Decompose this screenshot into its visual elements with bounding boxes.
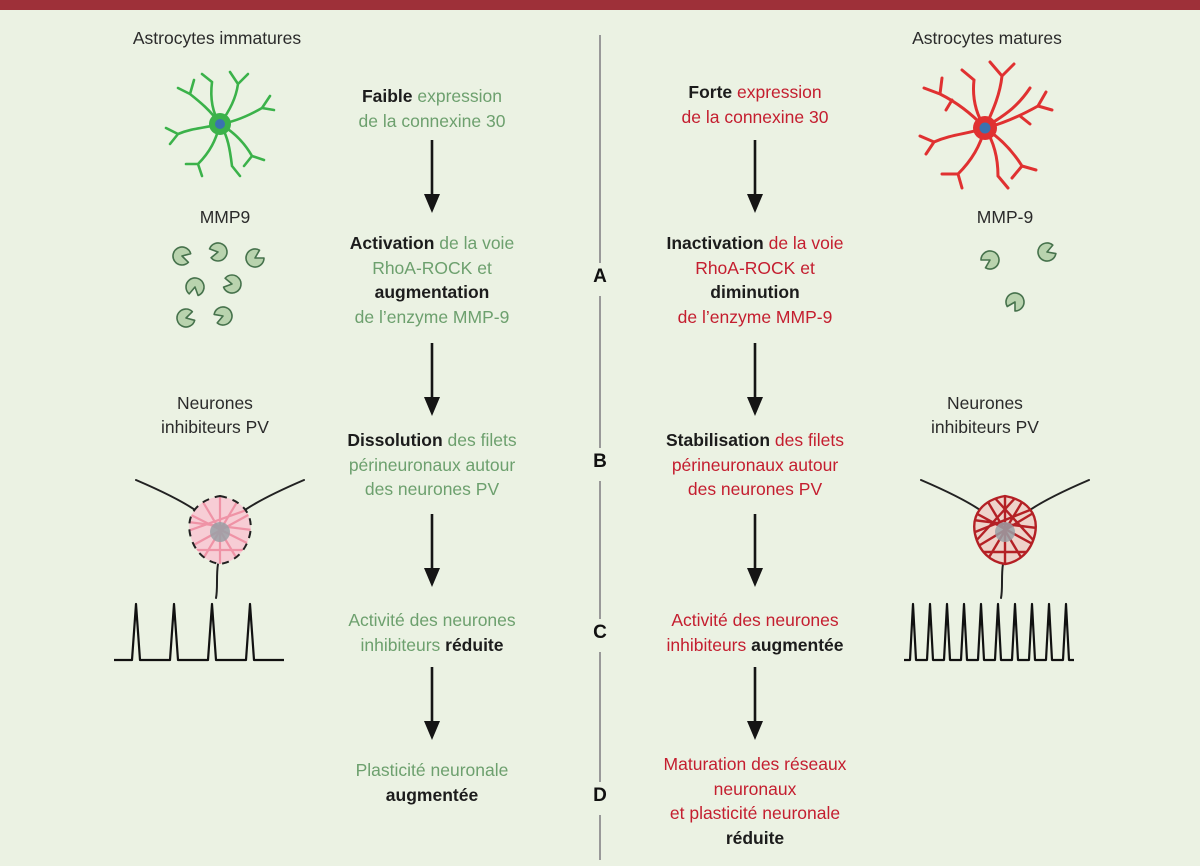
divider-line-segment	[599, 481, 601, 619]
text-segment: des filets périneuronaux autour des neur…	[348, 430, 517, 499]
text-segment: Activité des neurones inhibiteurs	[348, 610, 516, 655]
right-column-header: Astrocytes matures	[912, 28, 1062, 48]
down-arrow-icon	[747, 343, 763, 416]
text-segment: Maturation des réseaux neuronaux et plas…	[663, 754, 847, 823]
perineuronal-net-outline	[973, 494, 1037, 566]
text-segment: réduite	[725, 827, 785, 848]
pv-neuron-label-left: Neurones inhibiteurs PV	[161, 393, 269, 437]
step-rhoa-left: Activation de la voie RhoA-ROCK et augme…	[307, 231, 557, 329]
step-plasticity-right: Maturation des réseaux neuronaux et plas…	[630, 752, 880, 850]
text-segment: de l’enzyme MMP-9	[354, 306, 510, 327]
high-activity-spike-train-icon	[904, 602, 1074, 662]
down-arrow-icon	[424, 343, 440, 416]
text-segment: de la voie RhoA-ROCK et	[372, 233, 515, 278]
text-segment: Activité des neurones inhibiteurs	[666, 610, 839, 655]
left-column-header: Astrocytes immatures	[132, 28, 302, 48]
down-arrow-icon	[747, 140, 763, 213]
step-activity-right: Activité des neurones inhibiteurs augmen…	[630, 608, 880, 657]
pv-neuron-label-right: Neurones inhibiteurs PV	[931, 393, 1039, 437]
down-arrow-icon	[747, 667, 763, 740]
step-connexin-right: Forte expression de la connexine 30	[630, 80, 880, 129]
text-segment: Activation	[349, 233, 435, 253]
figure-letter-b: B	[593, 451, 607, 472]
divider-line-segment	[599, 815, 601, 860]
text-segment: Stabilisation	[666, 430, 771, 450]
text-segment: expression de la connexine 30	[681, 82, 829, 127]
text-segment: de la voie RhoA-ROCK et	[695, 233, 844, 278]
text-segment: Inactivation	[666, 233, 764, 253]
step-connexin-left: Faible expression de la connexine 30	[307, 84, 557, 133]
neuron-nucleus	[210, 522, 230, 542]
text-segment: Faible	[361, 86, 413, 106]
top-accent-bar	[0, 0, 1200, 10]
down-arrow-icon	[424, 667, 440, 740]
mmp9-enzyme-sparse-icon	[977, 240, 1059, 315]
astrocyte-nucleus	[979, 122, 991, 134]
text-segment: de l’enzyme MMP-9	[677, 306, 833, 327]
text-segment: réduite	[445, 634, 504, 655]
step-plasticity-left: Plasticité neuronale augmentée	[307, 758, 557, 807]
divider-line-segment	[599, 296, 601, 448]
perineuronal-net-dashed-outline	[188, 494, 252, 566]
mmp9-enzyme-cluster-icon	[170, 240, 268, 330]
text-segment: des filets périneuronaux autour des neur…	[671, 430, 844, 499]
down-arrow-icon	[424, 514, 440, 587]
down-arrow-icon	[424, 140, 440, 213]
astrocyte-mature-icon	[918, 60, 1054, 190]
text-segment: Plasticité neuronale	[355, 760, 509, 780]
text-segment: augmentation	[374, 282, 490, 302]
figure-letter-a: A	[593, 266, 607, 287]
text-segment: Forte	[688, 82, 733, 102]
astrocyte-branches	[164, 70, 276, 178]
down-arrow-icon	[747, 514, 763, 587]
step-net-left: Dissolution des filets périneuronaux aut…	[307, 428, 557, 502]
pv-neuron-stable-net-icon	[920, 479, 1090, 599]
text-segment: expression de la connexine 30	[358, 86, 506, 131]
divider-line-segment	[599, 35, 601, 263]
step-rhoa-right: Inactivation de la voie RhoA-ROCK et dim…	[630, 231, 880, 329]
astrocyte-nucleus	[215, 119, 225, 129]
perineuronal-net-mesh	[974, 496, 1036, 564]
pv-neuron-dissolving-net-icon	[135, 479, 305, 599]
figure-letter-c: C	[593, 622, 607, 643]
step-activity-left: Activité des neurones inhibiteurs réduit…	[307, 608, 557, 657]
astrocyte-immature-icon	[164, 70, 276, 178]
divider-line-segment	[599, 652, 601, 782]
low-activity-spike-train-icon	[114, 602, 284, 662]
text-segment: augmentée	[385, 784, 479, 805]
text-segment: diminution	[710, 282, 800, 302]
text-segment: Dissolution	[347, 430, 443, 450]
neuron-nucleus	[995, 522, 1015, 542]
mmp9-label-left: MMP9	[199, 207, 251, 227]
step-net-right: Stabilisation des filets périneuronaux a…	[630, 428, 880, 502]
figure-letter-d: D	[593, 785, 607, 806]
mmp9-label-right: MMP-9	[976, 207, 1034, 227]
text-segment: augmentée	[751, 634, 844, 655]
